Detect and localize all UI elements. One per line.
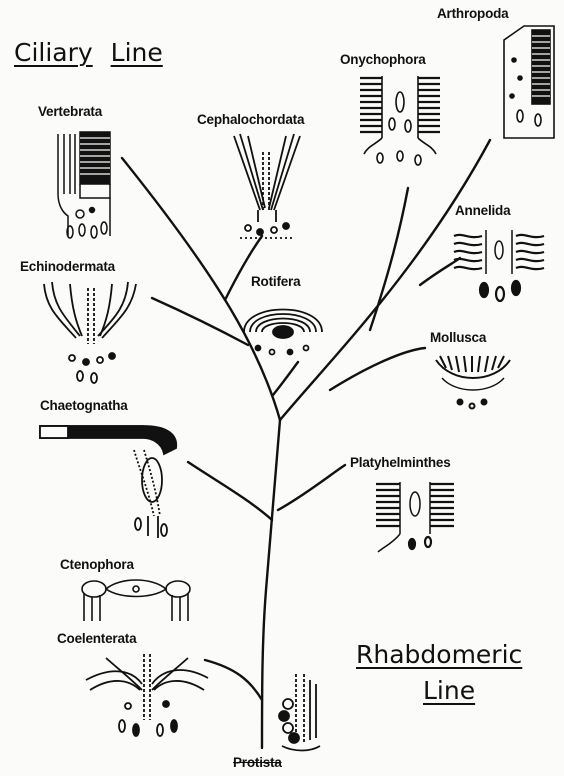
branch-platyhelminthes	[278, 465, 345, 510]
branch-onychophora	[370, 188, 408, 330]
line-word: Line	[111, 38, 163, 67]
protista-cell-drawing	[274, 670, 324, 754]
branch-mollusca	[330, 348, 425, 390]
label-rotifera: Rotifera	[251, 274, 300, 289]
label-platyhelminthes: Platyhelminthes	[350, 455, 451, 470]
platyhelminthes-cell-drawing	[372, 478, 458, 558]
rhabdomeric-word: Rhabdomeric	[356, 640, 522, 669]
ciliary-word: Ciliary	[14, 38, 93, 67]
rhabdomeric-line-word: Line	[423, 676, 475, 705]
onychophora-cell-drawing	[356, 70, 446, 174]
label-chaetognatha: Chaetognatha	[40, 398, 128, 413]
branch-rotifera	[273, 362, 298, 395]
label-onychophora: Onychophora	[340, 52, 426, 67]
label-coelenterata: Coelenterata	[57, 631, 136, 646]
label-protista: Protista	[233, 755, 282, 770]
chaetognatha-cell-drawing	[36, 420, 186, 544]
cephalochordata-cell-drawing	[228, 132, 306, 244]
branch-cephalochordata	[225, 236, 262, 300]
coelenterata-cell-drawing	[82, 650, 212, 746]
arthropoda-cell-drawing	[498, 20, 558, 146]
branch-echinodermata	[152, 298, 248, 345]
rhabdomeric-line-heading: Rhabdomeric	[356, 640, 522, 669]
label-annelida: Annelida	[455, 203, 510, 218]
vertebrata-cell-drawing	[50, 124, 120, 242]
label-mollusca: Mollusca	[430, 330, 486, 345]
label-ctenophora: Ctenophora	[60, 557, 134, 572]
ctenophora-cell-drawing	[80, 575, 192, 623]
label-vertebrata: Vertebrata	[38, 104, 102, 119]
branch-chaetognatha	[188, 462, 272, 520]
label-arthropoda: Arthropoda	[437, 6, 509, 21]
rotifera-cell-drawing	[240, 292, 326, 362]
label-echinodermata: Echinodermata	[20, 259, 115, 274]
branch-coelenterata	[205, 660, 262, 700]
label-cephalochordata: Cephalochordata	[197, 112, 304, 127]
ciliary-line-heading: Ciliary Line	[14, 38, 163, 67]
mollusca-cell-drawing	[432, 350, 514, 414]
annelida-cell-drawing	[450, 222, 550, 306]
echinodermata-cell-drawing	[36, 278, 146, 384]
